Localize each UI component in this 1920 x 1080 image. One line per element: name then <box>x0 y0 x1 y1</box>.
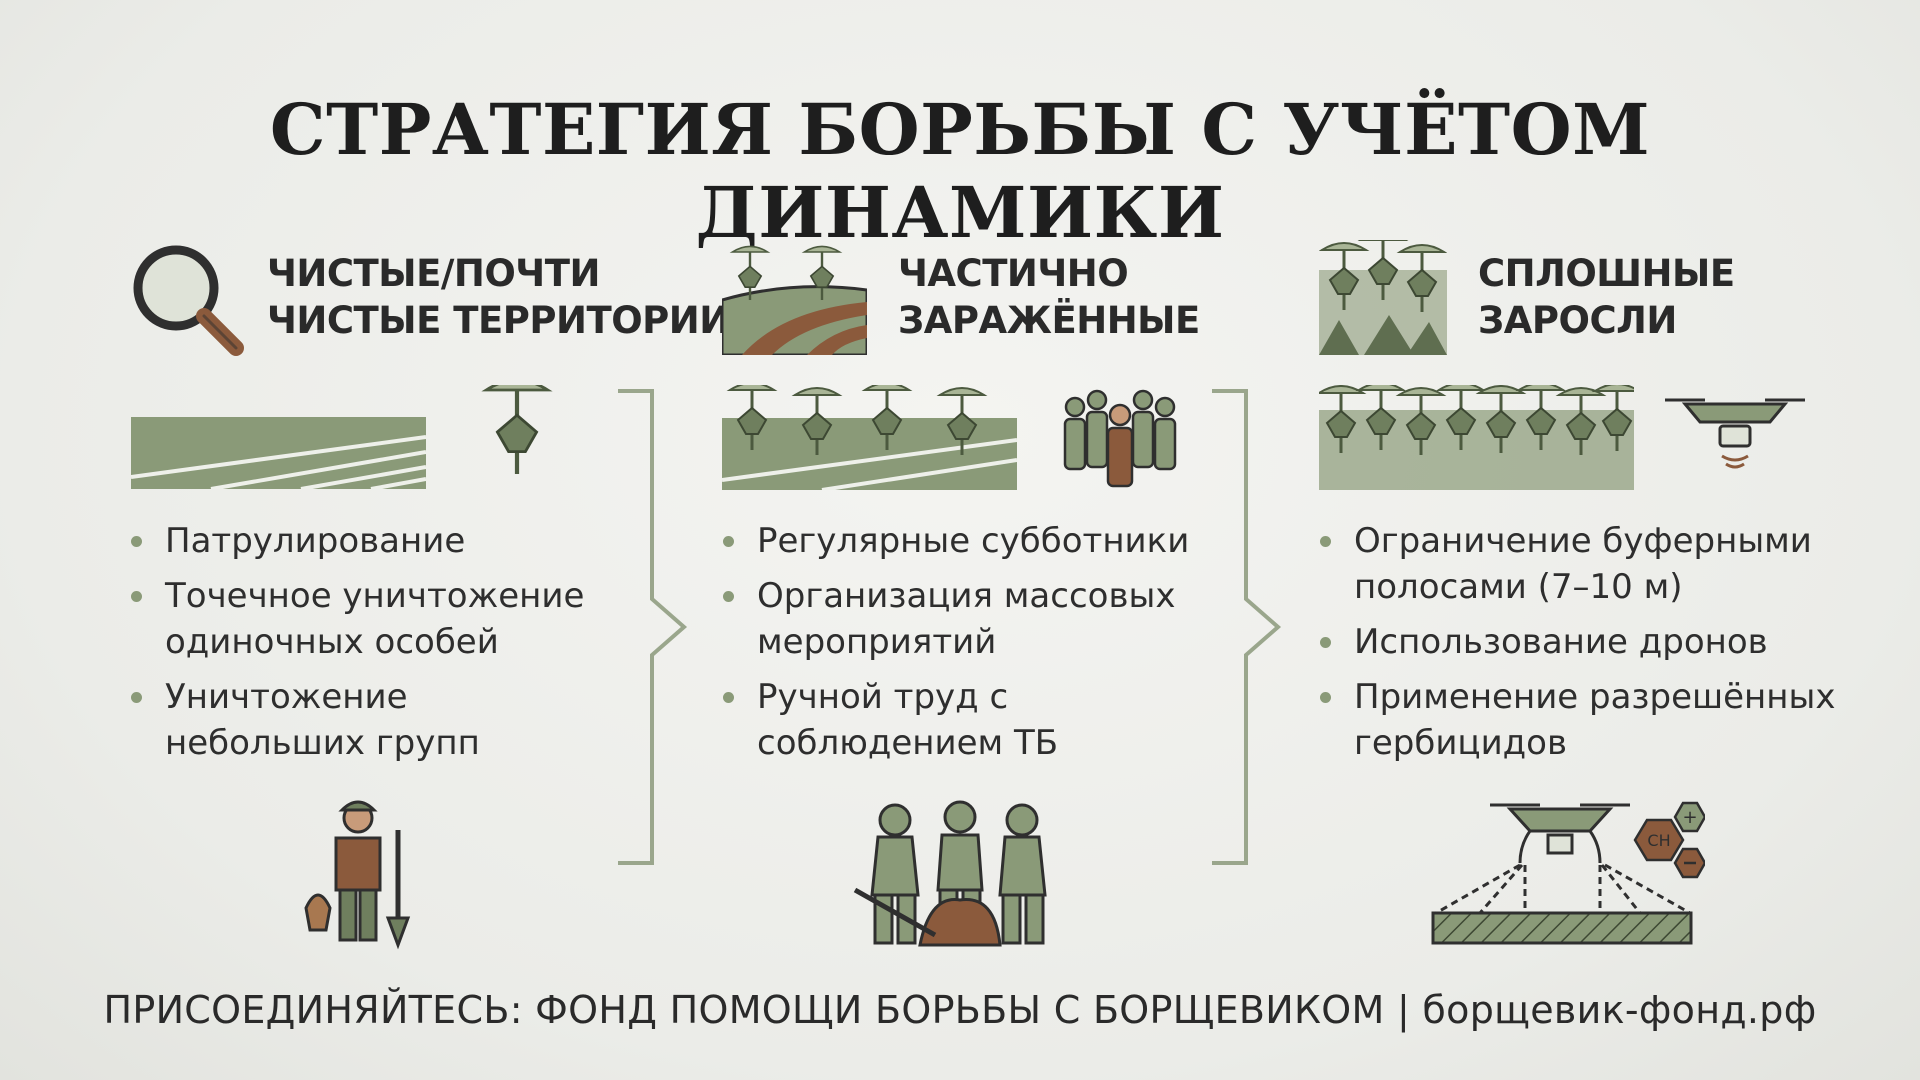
heading-line: ЧИСТЫЕ ТЕРРИТОРИИ <box>267 299 730 342</box>
bullet-item: Применение разрешённых гербицидов <box>1320 674 1840 766</box>
bullet-item: Регулярные субботники <box>723 518 1203 564</box>
heading-line: СПЛОШНЫЕ <box>1478 252 1735 295</box>
bullet-list-dense: Ограничение буферными полосами (7–10 м) … <box>1320 518 1840 775</box>
group-of-people-icon <box>1055 385 1185 490</box>
heading-line: ЗАРАЖЁННЫЕ <box>898 299 1200 342</box>
bullet-item: Точечное уничтожение одиночных особей <box>131 573 601 665</box>
footer-call-to-action: ПРИСОЕДИНЯЙТЕСЬ: ФОНД ПОМОЩИ БОРЬБЫ С БО… <box>103 988 1817 1032</box>
arrow-bracket-divider <box>1210 389 1282 865</box>
single-hogweed-icon <box>460 385 575 495</box>
dense-thicket-illustration <box>1319 385 1634 490</box>
heading-line: ЧИСТЫЕ/ПОЧТИ <box>267 252 600 295</box>
chem-label: CH <box>1647 831 1670 850</box>
bullet-item: Использование дронов <box>1320 619 1840 665</box>
bullet-item: Ограничение буферными полосами (7–10 м) <box>1320 518 1840 610</box>
drone-spraying-herbicide-icon: CH + <box>1430 795 1705 950</box>
heading-line: ЗАРОСЛИ <box>1478 299 1677 342</box>
worker-with-shovel-icon <box>298 790 423 950</box>
svg-text:+: + <box>1682 807 1697 828</box>
column-heading-partial: ЧАСТИЧНО ЗАРАЖЁННЫЕ <box>898 250 1200 344</box>
thicket-icon <box>1319 240 1447 355</box>
page-title: СТРАТЕГИЯ БОРЬБЫ С УЧЁТОМ ДИНАМИКИ <box>269 88 1651 254</box>
bullet-item: Уничтожение небольших групп <box>131 674 601 766</box>
column-heading-clean: ЧИСТЫЕ/ПОЧТИ ЧИСТЫЕ ТЕРРИТОРИИ <box>267 250 730 344</box>
bullet-list-clean: Патрулирование Точечное уничтожение один… <box>131 518 601 775</box>
column-heading-dense: СПЛОШНЫЕ ЗАРОСЛИ <box>1478 250 1735 344</box>
drone-icon <box>1660 392 1810 482</box>
magnifier-icon <box>128 240 246 358</box>
bullet-item: Организация массовых мероприятий <box>723 573 1203 665</box>
bullet-item: Патрулирование <box>131 518 601 564</box>
bullet-item: Ручной труд с соблюдением ТБ <box>723 674 1203 766</box>
partially-infested-field-illustration <box>722 385 1017 490</box>
clean-field-illustration <box>131 417 426 489</box>
heading-line: ЧАСТИЧНО <box>898 252 1129 295</box>
field-with-hogweed-icon <box>722 240 867 355</box>
bullet-list-partial: Регулярные субботники Организация массов… <box>723 518 1203 775</box>
arrow-bracket-divider <box>616 389 688 865</box>
workers-in-protective-suits-icon <box>850 795 1070 950</box>
